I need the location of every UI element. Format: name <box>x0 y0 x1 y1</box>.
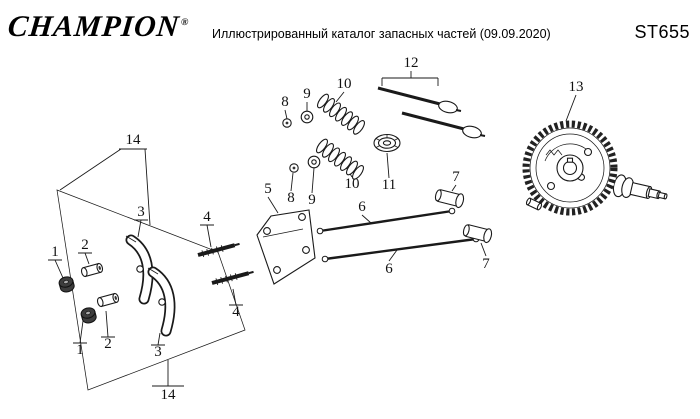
callout-5: 5 <box>264 181 272 197</box>
valve-tappet-1 <box>433 187 466 209</box>
callout-2a: 2 <box>81 237 89 253</box>
callout-10b: 10 <box>345 176 360 192</box>
leader-line <box>59 148 151 226</box>
leader-line <box>78 252 92 265</box>
leader-line <box>48 259 64 279</box>
catalog-title: Иллюстрированный каталог запасных частей… <box>212 27 551 41</box>
spring-retainer-1 <box>300 110 314 124</box>
leader-line <box>451 184 457 192</box>
leader-line <box>200 224 214 248</box>
callout-9b: 9 <box>308 192 316 208</box>
callout-2b: 2 <box>104 336 112 352</box>
leader-line <box>267 196 279 214</box>
callout-7a: 7 <box>452 169 460 185</box>
callout-3b: 3 <box>154 344 162 360</box>
valve-2 <box>401 111 486 139</box>
leader-lines <box>48 71 577 387</box>
page-header: CHAMPION® Иллюстрированный каталог запас… <box>0 0 700 54</box>
leader-line <box>134 219 148 238</box>
callout-6a: 6 <box>358 199 366 215</box>
leader-line <box>229 288 243 306</box>
leader-line <box>386 152 390 179</box>
pivot-bushing-1 <box>80 262 104 278</box>
callout-13: 13 <box>569 79 584 95</box>
callout-4a: 4 <box>203 209 211 225</box>
callout-11: 11 <box>382 177 396 193</box>
leader-line <box>361 214 372 224</box>
camshaft-pin <box>525 197 543 211</box>
push-rod-1 <box>316 207 456 235</box>
leader-line <box>73 320 87 344</box>
rocker-arm-1 <box>125 234 154 305</box>
camshaft-shaft <box>612 174 668 200</box>
valve-spring-2 <box>313 136 367 182</box>
valve-keeper-1 <box>282 118 292 128</box>
camshaft <box>522 120 668 216</box>
leader-line <box>151 332 165 346</box>
model-number: ST655 <box>634 22 690 42</box>
callout-8a: 8 <box>281 94 289 110</box>
callout-10a: 10 <box>337 76 352 92</box>
push-rod-2 <box>321 235 480 263</box>
callout-14b: 14 <box>161 387 177 403</box>
rocker-stud-1 <box>195 238 243 261</box>
camshaft-gear <box>522 120 618 216</box>
valve-1 <box>377 86 462 114</box>
callout-3a: 3 <box>137 204 145 220</box>
leader-line <box>388 249 398 262</box>
pivot-bushing-2 <box>96 292 120 308</box>
callout-14a: 14 <box>126 132 142 148</box>
rocker-arm-2 <box>147 266 176 337</box>
leader-line <box>335 91 345 103</box>
leader-line <box>311 167 315 194</box>
valve-keeper-2 <box>289 163 299 173</box>
callout-1a: 1 <box>51 244 59 260</box>
valve-bracket-plate <box>256 209 316 285</box>
callout-6b: 6 <box>385 261 393 277</box>
assembly-group-outline <box>56 189 246 391</box>
leader-line <box>290 172 294 192</box>
callout-8b: 8 <box>287 190 295 206</box>
rocker-stud-2 <box>209 266 257 289</box>
valve-spring-1 <box>314 91 368 137</box>
callout-9a: 9 <box>303 86 311 102</box>
callout-1b: 1 <box>76 342 84 358</box>
leader-line <box>565 94 577 122</box>
leader-line <box>101 310 115 338</box>
callout-12: 12 <box>404 55 419 71</box>
leader-line <box>284 109 288 120</box>
spring-seat <box>373 133 401 153</box>
leader-line <box>152 360 184 387</box>
callout-labels: 1 1 2 2 3 3 4 4 5 6 6 7 7 8 8 9 9 10 10 … <box>51 55 583 403</box>
callout-7b: 7 <box>482 256 490 272</box>
leader-line <box>480 242 487 257</box>
leader-line <box>381 71 439 86</box>
spring-retainer-2 <box>307 155 321 169</box>
callout-4b: 4 <box>232 304 240 320</box>
